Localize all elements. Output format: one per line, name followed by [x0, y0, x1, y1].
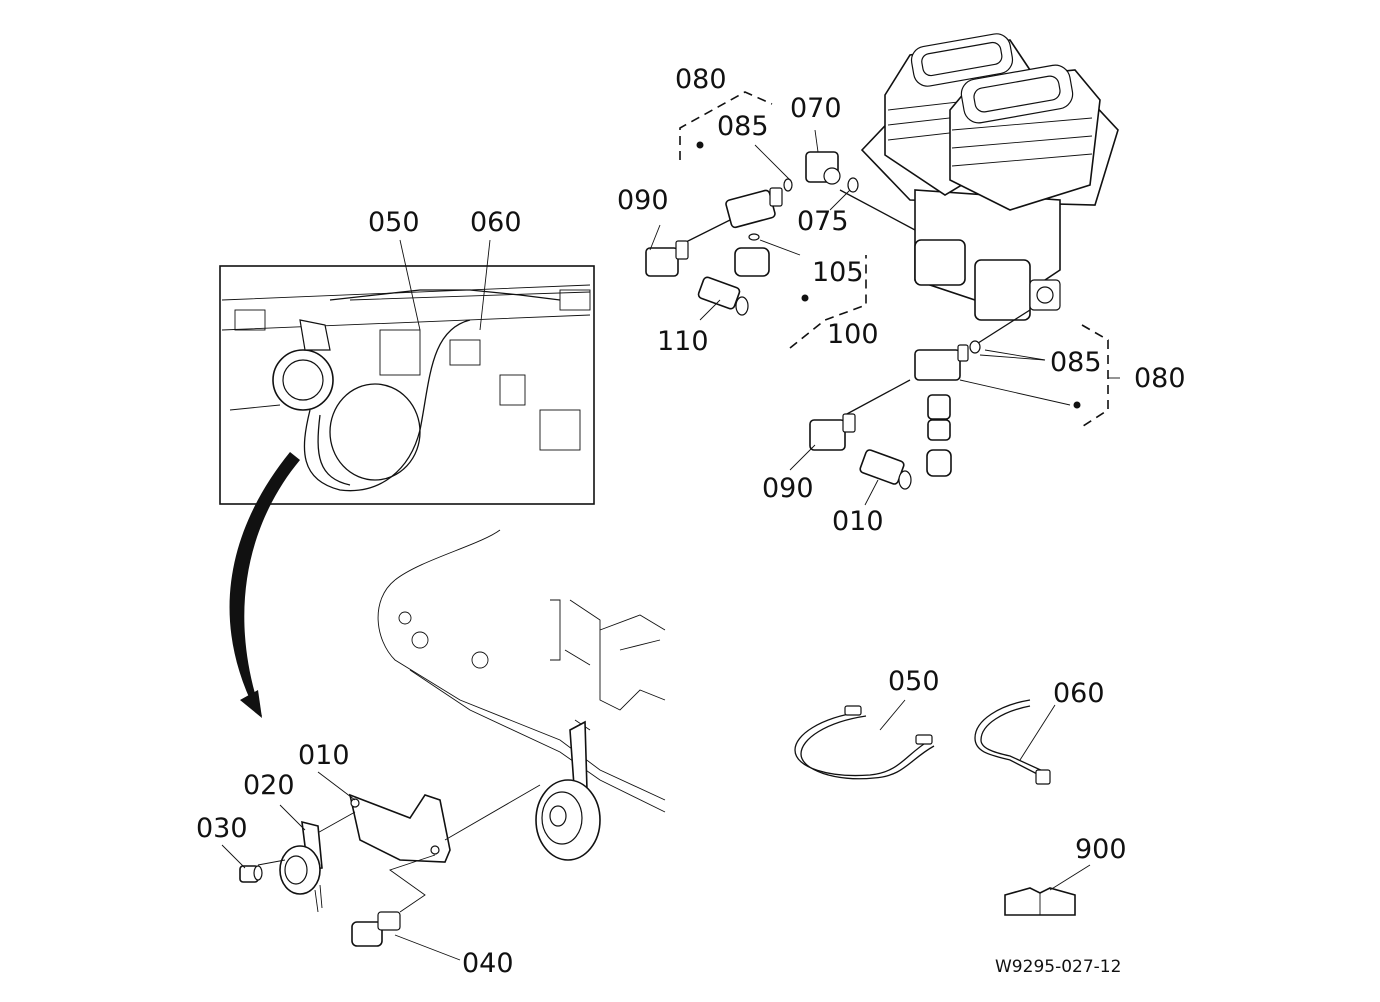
label-090-top: 090 [617, 185, 669, 216]
label-060-inset: 060 [470, 207, 522, 238]
label-100: 100 [827, 319, 879, 350]
label-020: 020 [243, 770, 295, 801]
label-085-mid: 085 [1050, 347, 1102, 378]
label-080-top: 080 [675, 64, 727, 95]
label-080-mid: 080 [1134, 363, 1186, 394]
middle-fitting-group [809, 324, 1109, 490]
horn-bracket [304, 784, 541, 913]
inset-view [219, 265, 595, 505]
label-085-top: 085 [717, 111, 769, 142]
wire-harness [794, 699, 935, 780]
label-010-bottom: 010 [298, 740, 350, 771]
callout-arrow [229, 452, 300, 718]
pilot-valve-assembly [860, 33, 1119, 321]
label-900: 900 [1075, 834, 1127, 865]
label-030: 030 [196, 813, 248, 844]
horn [535, 720, 601, 861]
label-060: 060 [1053, 678, 1105, 709]
label-110: 110 [657, 326, 709, 357]
label-050: 050 [888, 666, 940, 697]
label-040: 040 [462, 948, 514, 979]
label-070: 070 [790, 93, 842, 124]
manual-book [1004, 864, 1091, 916]
drawing-code: W9295-027-12 [995, 957, 1121, 977]
part-labels: 080 085 070 090 075 105 110 100 085 080 … [196, 64, 1186, 979]
label-010-mid: 010 [832, 506, 884, 537]
label-leaders [221, 129, 1120, 869]
nut-030 [239, 865, 263, 883]
bolt-040 [351, 911, 461, 961]
small-horn [257, 820, 323, 913]
cable-tie [974, 699, 1056, 785]
frame-outline [377, 529, 666, 813]
upper-fitting-group [645, 91, 867, 349]
label-105: 105 [812, 257, 864, 288]
label-050-inset: 050 [368, 207, 420, 238]
label-075: 075 [797, 206, 849, 237]
label-090-mid: 090 [762, 473, 814, 504]
